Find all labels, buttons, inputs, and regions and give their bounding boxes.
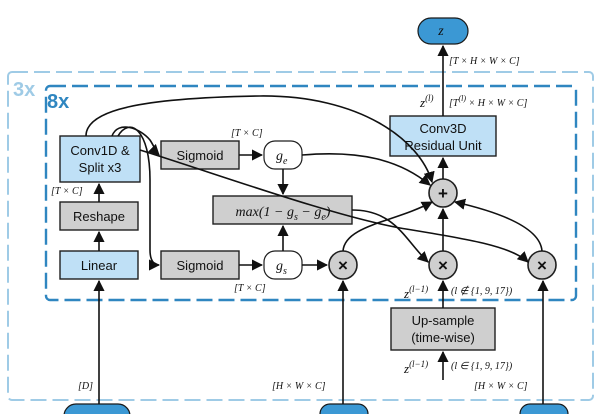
shape-tc-bottom: [T × C] <box>234 283 266 294</box>
upsample-box <box>390 307 496 351</box>
conv3d-line2: Residual Unit <box>404 138 482 153</box>
z-l-label: z(l) <box>419 93 434 110</box>
max-expression-box <box>212 195 353 225</box>
output-shape-label: [T × H × W × C] <box>449 56 520 67</box>
sigmoid-top-label: Sigmoid <box>177 148 224 163</box>
z-l-minus-1-lower: z(l−1) <box>403 359 428 376</box>
upsample-line2: (time-wise) <box>411 330 475 345</box>
z-l-minus-1-upper: z(l−1) <box>403 284 428 301</box>
input-pill-right <box>519 403 569 414</box>
conv3d-residual-unit-box <box>389 115 497 157</box>
input-pill-left <box>63 403 131 414</box>
outer-repeat-frame <box>7 71 594 401</box>
multiply-symbol-b: × <box>438 256 448 275</box>
z-l-minus-1-lower-cond: (l ∈ {1, 9, 17}) <box>451 361 513 372</box>
max-expression-label: max(1 − gs − ge) <box>236 205 331 223</box>
inner-repeat-frame <box>44 84 578 302</box>
gs-label: gs <box>276 259 287 277</box>
linear-box <box>59 250 139 280</box>
ge-label: ge <box>276 149 288 167</box>
sigmoid-bottom-box <box>160 250 240 280</box>
inner-repeat-label: 8x <box>47 91 69 113</box>
sigmoid-bottom-label: Sigmoid <box>177 258 224 273</box>
conv1d-line2: Split x3 <box>79 160 122 175</box>
shape-tc-left: [T × C] <box>51 186 83 197</box>
shape-tc-top: [T × C] <box>231 128 263 139</box>
multiply-symbol-a: × <box>338 256 348 275</box>
z-l-minus-1-upper-cond: (l ∉ {1, 9, 17}) <box>451 285 513 297</box>
conv1d-line1: Conv1D & <box>70 143 130 158</box>
reshape-label: Reshape <box>73 209 125 224</box>
linear-label: Linear <box>81 258 118 273</box>
input-hwc-mid-label: [H × W × C] <box>272 381 326 392</box>
conv3d-line1: Conv3D <box>420 121 467 136</box>
input-pill-middle <box>319 403 369 414</box>
multiply-symbol-c: × <box>537 256 547 275</box>
plus-symbol: + <box>438 184 448 203</box>
z-l-shape-label: [T(l) × H × W × C] <box>449 94 527 109</box>
outer-repeat-label: 3x <box>13 79 35 101</box>
input-hwc-right-label: [H × W × C] <box>474 381 528 392</box>
upsample-line1: Up-sample <box>412 313 475 328</box>
conv1d-split-box <box>59 135 141 183</box>
input-d-label: [D] <box>78 381 93 392</box>
output-z-node <box>417 17 469 45</box>
connection-wires <box>85 44 549 404</box>
output-z-label: z <box>437 24 444 39</box>
